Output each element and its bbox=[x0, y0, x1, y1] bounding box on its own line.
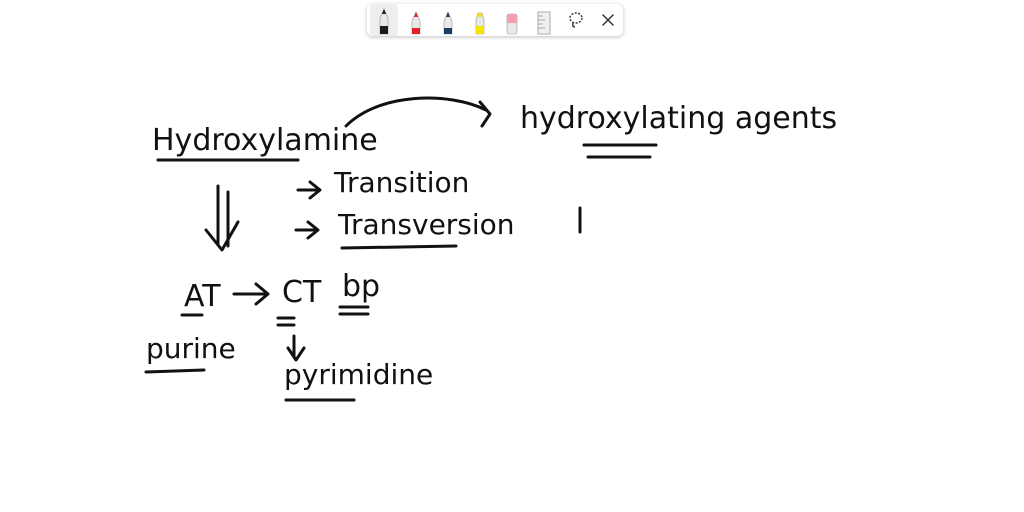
blue-pen-icon bbox=[443, 11, 453, 35]
red-pen-icon bbox=[411, 11, 421, 35]
black-pen-icon bbox=[379, 8, 389, 35]
lasso-select-tool[interactable] bbox=[562, 4, 590, 36]
arrow-at-ct bbox=[232, 282, 270, 306]
ruler-icon bbox=[537, 11, 551, 35]
arrow-pyrimidine-head bbox=[286, 346, 306, 362]
note-purine: purine bbox=[146, 332, 236, 365]
arrow-transversion bbox=[294, 220, 320, 240]
note-ct: CT bbox=[282, 275, 322, 310]
transversion-underline bbox=[340, 244, 458, 250]
eraser-icon bbox=[506, 13, 518, 35]
curved-arrow-head bbox=[478, 100, 492, 128]
double-arrow-head bbox=[204, 220, 240, 252]
ruler-tool[interactable] bbox=[530, 4, 558, 36]
eraser-tool[interactable] bbox=[498, 4, 526, 36]
note-pyrimidine: pyrimidine bbox=[284, 358, 433, 391]
purine-underline bbox=[144, 368, 206, 374]
pen-toolbar bbox=[367, 4, 623, 36]
note-bp: bp bbox=[342, 269, 380, 304]
note-transversion: Transversion bbox=[337, 208, 515, 241]
close-icon bbox=[602, 14, 614, 26]
note-hydroxylating-agents: hydroxylating agents bbox=[520, 101, 837, 136]
blue-pen-tool[interactable] bbox=[434, 4, 462, 36]
note-at: AT bbox=[184, 279, 221, 314]
note-transition: Transition bbox=[333, 166, 469, 199]
black-pen-tool[interactable] bbox=[370, 4, 398, 36]
close-button[interactable] bbox=[594, 4, 622, 36]
yellow-highlighter-tool[interactable] bbox=[466, 4, 494, 36]
red-pen-tool[interactable] bbox=[402, 4, 430, 36]
curved-arrow bbox=[344, 96, 488, 128]
highlighter-icon bbox=[475, 12, 485, 35]
note-hydroxylamine: Hydroxylamine bbox=[152, 123, 378, 158]
arrow-transition bbox=[296, 180, 322, 200]
lasso-icon bbox=[569, 12, 583, 28]
